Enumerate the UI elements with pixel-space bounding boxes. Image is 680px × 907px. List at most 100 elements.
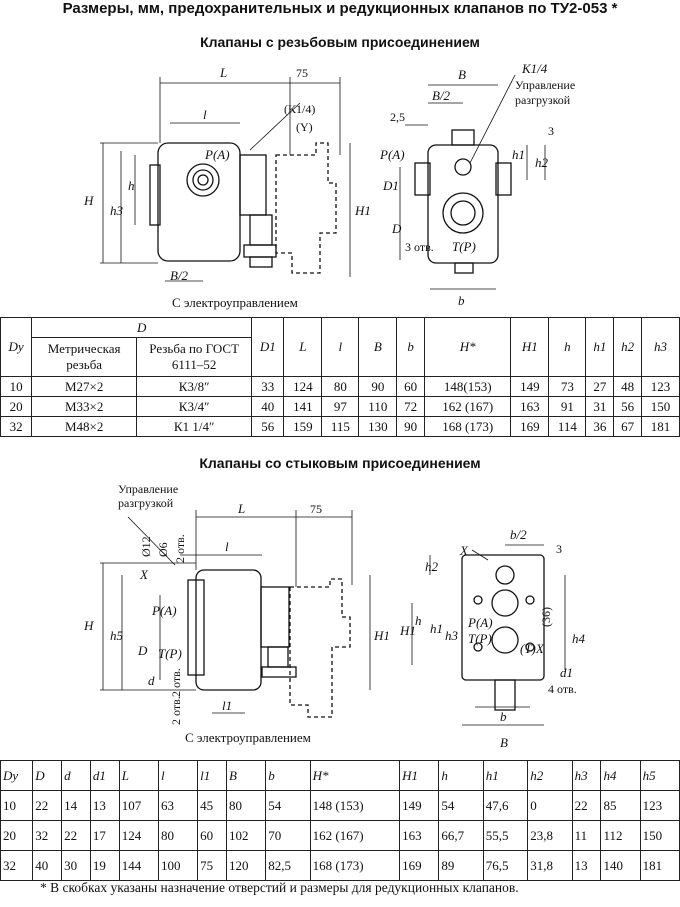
table-cell: 20: [0, 820, 34, 851]
label-l-2: l: [225, 539, 229, 554]
table-cell: 91: [548, 396, 587, 417]
table-cell: 181: [641, 416, 680, 437]
label-h2: h2: [535, 155, 549, 170]
label-L-2: L: [237, 501, 245, 516]
label-3-otv: 3 отв.: [405, 240, 434, 254]
label-h: h: [128, 178, 135, 193]
label-B: B: [458, 67, 466, 82]
table-cell: 66,7: [438, 820, 484, 851]
table-cell: 124: [118, 820, 159, 851]
label-D1: D1: [382, 178, 399, 193]
label-y: (Y): [296, 120, 313, 134]
table-cell: M48×2: [31, 416, 138, 437]
table-cell: 85: [600, 790, 641, 821]
table-cell: 40: [251, 396, 285, 417]
label-B2: B/2: [170, 268, 189, 283]
table-cell: 80: [321, 376, 360, 397]
table-cell: 169: [399, 850, 440, 881]
table-cell: 0: [527, 790, 573, 821]
table-cell: 54: [438, 790, 484, 821]
col-metric: Метрическая резьба: [31, 337, 138, 377]
table-cell: 32: [0, 850, 34, 881]
col-h: h: [548, 317, 587, 377]
label-75-2: 75: [310, 502, 322, 516]
label-d: d: [148, 673, 155, 688]
label-pa-r: P(A): [379, 147, 405, 162]
table-cell: 40: [32, 850, 63, 881]
label-pa: P(A): [204, 147, 230, 162]
table-cell: 162 (167): [309, 820, 401, 851]
column-header: h4: [600, 760, 641, 791]
table-cell: 130: [358, 416, 398, 437]
label-b-2: b: [500, 709, 507, 724]
table-cell: 90: [358, 376, 398, 397]
table-cell: 30: [61, 850, 91, 881]
table-cell: 144: [118, 850, 159, 881]
table-cell: 80: [157, 820, 199, 851]
column-header: d: [61, 760, 91, 791]
threaded-valve-drawing: L 75 l (К1/4) (Y) P(A) H h3 h H1 B/2 С э…: [83, 61, 575, 310]
label-tp: T(P): [452, 239, 476, 254]
table-cell: 141: [283, 396, 323, 417]
label-pa-r2: P(A): [467, 615, 493, 630]
label-k14-r: К1/4: [521, 61, 548, 76]
table-cell: 123: [639, 790, 680, 821]
table-cell: 60: [396, 376, 426, 397]
label-d1: d1: [560, 665, 573, 680]
table-cell: 70: [265, 820, 311, 851]
label-D-2: D: [137, 643, 148, 658]
table-cell: 124: [283, 376, 323, 397]
label-h1-2: h1: [430, 621, 443, 636]
table-cell: К3/4″: [136, 396, 253, 417]
column-header: B: [225, 760, 267, 791]
table-cell: 100: [157, 850, 199, 881]
table-cell: 47,6: [482, 790, 529, 821]
label-unload: разгрузкой: [515, 93, 571, 107]
table-cell: 150: [639, 820, 680, 851]
table-cell: 90: [396, 416, 426, 437]
label-b2: b/2: [510, 527, 527, 542]
table-cell: 163: [399, 820, 440, 851]
label-h4: h4: [572, 631, 586, 646]
col-H1: H1: [510, 317, 550, 377]
label-d12: Ø12: [139, 536, 153, 557]
label-B-2: B: [500, 735, 508, 750]
label-tx: (T)X: [520, 641, 545, 656]
table-cell: 55,5: [482, 820, 529, 851]
col-l: l: [321, 317, 360, 377]
column-header: l: [157, 760, 199, 791]
label-h5: h5: [110, 628, 124, 643]
label-4-otv: 4 отв.: [548, 682, 577, 696]
footnote: * В скобках указаны назначение отверстий…: [40, 880, 519, 895]
col-D: D: [31, 317, 253, 338]
table-cell: 19: [89, 850, 120, 881]
column-header: H1: [399, 760, 440, 791]
label-2-otv-c: 2 отв.: [169, 696, 183, 725]
table-cell: 148 (153): [309, 790, 401, 821]
label-2-otv-a: 2 отв.: [173, 534, 187, 563]
label-h-2: h: [415, 613, 422, 628]
column-header: L: [118, 760, 159, 791]
label-tp-2: T(P): [158, 646, 182, 661]
col-H: H*: [424, 317, 512, 377]
table-cell: 14: [61, 790, 91, 821]
table-cell: 115: [321, 416, 360, 437]
label-d6: Ø6: [156, 542, 170, 557]
table-cell: 20: [0, 396, 33, 417]
table-cell: 45: [197, 790, 227, 821]
label-2-otv-b: 2 отв.: [169, 668, 183, 697]
table-cell: 22: [32, 790, 63, 821]
table-cell: 102: [225, 820, 267, 851]
table-cell: 73: [548, 376, 587, 397]
label-control: Управление: [515, 78, 575, 92]
caption-electro-2: С электроуправлением: [185, 730, 311, 745]
column-header: d1: [89, 760, 120, 791]
table-cell: 89: [438, 850, 484, 881]
table-cell: 36: [585, 416, 615, 437]
col-D1: D1: [251, 317, 285, 377]
table-cell: К3/8″: [136, 376, 253, 397]
table-cell: 22: [61, 820, 91, 851]
col-h2: h2: [613, 317, 643, 377]
